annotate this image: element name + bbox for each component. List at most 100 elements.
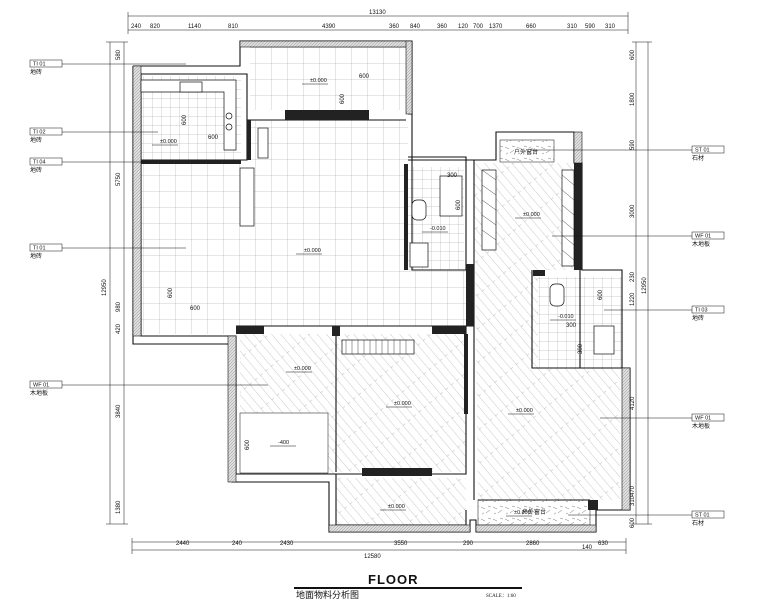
dimension-bottom-segment: 2440	[176, 541, 190, 547]
dimension-bottom-total: 12580	[364, 554, 381, 560]
tag-code: WF 01	[33, 383, 49, 389]
stove-burner-icon	[225, 123, 233, 131]
tag-code: TI 01	[33, 62, 46, 68]
elevation-value: ±0.000	[516, 408, 533, 414]
tag-material: 地砖	[30, 166, 42, 174]
drawing-scale: SCALE：1:60	[486, 594, 516, 599]
dimension-bottom-segment: 2860	[526, 541, 540, 547]
toilet-icon	[549, 283, 565, 307]
tag-code: WF 01	[695, 416, 711, 422]
tag-box	[691, 510, 725, 519]
tag-material: 地砖	[30, 136, 42, 144]
dimension-right-segment: 600	[630, 517, 636, 528]
elevation-value: ±0.000	[514, 510, 531, 516]
tag-material: 石材	[692, 519, 704, 527]
dimension-right-segment: 1220	[630, 292, 636, 306]
elevation-value: -0.010	[558, 314, 574, 320]
dimension-bottom-segment: 2430	[280, 541, 294, 547]
dimension-left-segment: 3840	[116, 404, 122, 418]
bedroom-middle-wood	[336, 334, 466, 472]
tag-code: ST 01	[695, 513, 710, 519]
tag-box	[691, 231, 725, 240]
tag-code: TI 02	[33, 130, 46, 136]
tag-code: WF 01	[695, 234, 711, 240]
tag-material: 石材	[692, 154, 704, 162]
tile-size-annotation: 600	[245, 439, 251, 450]
tile-size-annotation: 600	[190, 306, 201, 312]
elevation-value: ±0.000	[394, 401, 411, 407]
tag-box	[29, 243, 63, 252]
dimension-bottom-segment: 240	[232, 541, 243, 547]
tile-size-annotation: 600	[456, 199, 462, 210]
dimension-top-segment: 120	[458, 24, 469, 30]
dimension-top-segment: 840	[410, 24, 421, 30]
elevation-value: ±0.000	[310, 78, 327, 84]
dimension-top-segment: 1370	[489, 24, 503, 30]
tile-size-annotation: 300	[447, 173, 458, 179]
dimension-left-segment: 420	[116, 323, 122, 334]
tag-box	[691, 413, 725, 422]
dimension-top-segment: 1140	[188, 24, 202, 30]
bay-window-top-label: 户外窗台	[514, 148, 538, 156]
dimension-right-segment: 230	[630, 271, 636, 282]
column	[239, 167, 255, 227]
dimension-right-segment: 3000	[630, 204, 636, 218]
dimension-top-segment: 240	[131, 24, 142, 30]
dimension-top-segment: 590	[585, 24, 596, 30]
column	[257, 127, 269, 159]
dimension-top-segment: 820	[150, 24, 161, 30]
sink-icon	[179, 81, 203, 93]
tag-material: 地砖	[692, 314, 704, 322]
elevation-value: -400	[278, 440, 289, 446]
wall-solids	[133, 110, 598, 510]
dimension-right-segment: 470	[630, 485, 636, 496]
tile-size-annotation: 600	[168, 287, 174, 298]
elevation-value: ±0.000	[523, 212, 540, 218]
dimension-bottom-segment: 290	[463, 541, 474, 547]
tile-size-annotation: 300	[566, 323, 577, 329]
elevation-value: -0.010	[430, 226, 446, 232]
dimension-lines	[106, 12, 652, 554]
tag-box	[29, 127, 63, 136]
tile-size-annotation: 600	[182, 114, 188, 125]
floor-finishes	[141, 47, 622, 526]
balcony-tile-area	[250, 47, 406, 110]
elevation-value: ±0.000	[304, 248, 321, 254]
living-tile-area	[141, 120, 466, 334]
tag-box	[29, 157, 63, 166]
bedroom-right-wood	[474, 163, 620, 500]
dimension-bottom-segment: 630	[598, 541, 609, 547]
wall-hatches	[132, 40, 631, 533]
tile-size-annotation: 600	[598, 289, 604, 300]
tag-code: TI 01	[33, 246, 46, 252]
tag-code: TI 04	[33, 160, 46, 166]
tile-size-annotation: 600	[359, 74, 370, 80]
elevation-value: ±0.000	[160, 139, 177, 145]
study-platform	[239, 412, 329, 474]
dimension-top-segment: 660	[526, 24, 537, 30]
dimension-top-segment: 310	[605, 24, 616, 30]
tile-size-annotation: 300	[578, 343, 584, 354]
dimension-top-segment: 700	[473, 24, 484, 30]
shower-tray	[439, 175, 463, 217]
dimension-right-segment: 590	[630, 139, 636, 150]
tag-material: 地砖	[30, 68, 42, 76]
dimension-top-segment: 360	[389, 24, 400, 30]
elevation-marks: ±0.000 ±0.000 ±0.000 ±0.000 -0.010 ±0.000 -0.0…	[152, 78, 576, 517]
tag-box	[691, 145, 725, 154]
dimension-top-segment: 810	[228, 24, 239, 30]
dimension-left-segment: 980	[116, 301, 122, 312]
dimension-right-segment: 4120	[630, 396, 636, 410]
tile-size-annotation: 600	[340, 93, 346, 104]
toilet-icon	[411, 199, 427, 221]
elevation-value: ±0.000	[388, 504, 405, 510]
basin-icon	[593, 325, 615, 355]
dimension-bottom-segment: 3550	[394, 541, 408, 547]
dimension-top-segment: 310	[567, 24, 578, 30]
